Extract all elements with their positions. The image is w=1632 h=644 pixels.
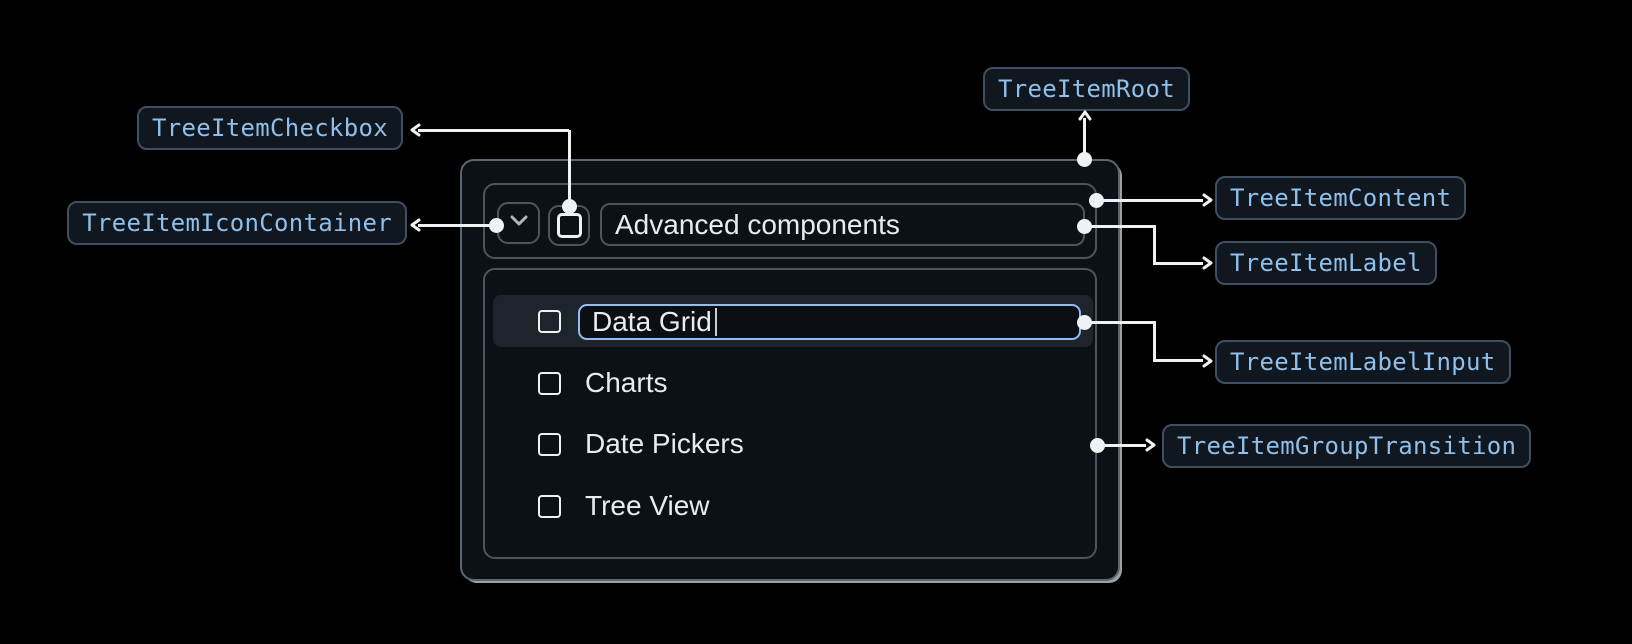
- arrowhead-right-icon-content: [1197, 190, 1217, 210]
- tree-item-group-transition: Data Grid Charts Date Pickers Tree View: [483, 268, 1097, 559]
- connector-line-label-input-h2: [1153, 358, 1203, 362]
- arrowhead-left-icon-icon-container: [406, 215, 426, 235]
- tree-item-content[interactable]: Advanced components: [483, 183, 1097, 259]
- arrowhead-left-icon-checkbox: [406, 120, 426, 140]
- tree-item-label: Advanced components: [600, 203, 1085, 246]
- text-caret: [714, 308, 718, 336]
- tree-item-label: Charts: [585, 367, 668, 398]
- connector-line-checkbox-h: [418, 128, 569, 132]
- annotation-chip-tree-item-content: TreeItemContent: [1215, 176, 1467, 220]
- arrowhead-right-icon-label: [1197, 253, 1217, 273]
- tree-item-checkbox[interactable]: [538, 433, 561, 456]
- tree-item-row-date-pickers[interactable]: Date Pickers: [493, 418, 1093, 470]
- tree-item-checkbox[interactable]: [538, 372, 561, 395]
- tree-item-label: Tree View: [585, 490, 710, 521]
- connector-line-root: [1083, 118, 1086, 159]
- connector-line-label-h2: [1153, 261, 1203, 265]
- connector-dot-group-transition: [1089, 437, 1105, 453]
- connector-dot-icon-container: [488, 217, 504, 233]
- annotation-chip-tree-item-root: TreeItemRoot: [983, 67, 1190, 111]
- arrowhead-up-icon-root: [1075, 106, 1095, 126]
- connector-line-content: [1096, 198, 1203, 202]
- checkbox-unchecked-icon: [556, 213, 582, 238]
- connector-line-group-transition: [1097, 443, 1146, 447]
- annotation-chip-tree-item-label-input: TreeItemLabelInput: [1215, 340, 1511, 384]
- tree-item-row-tree-view[interactable]: Tree View: [493, 480, 1093, 532]
- connector-dot-label-input: [1076, 314, 1092, 330]
- tree-item-label: Date Pickers: [585, 428, 744, 459]
- connector-dot-checkbox: [561, 198, 577, 214]
- connector-line-label-input-h1: [1084, 320, 1156, 324]
- connector-line-label-v: [1153, 224, 1156, 265]
- connector-line-checkbox-v: [567, 130, 571, 206]
- connector-dot-root: [1077, 151, 1092, 167]
- connector-line-label-input-v: [1153, 320, 1156, 362]
- annotation-chip-tree-item-group-transition: TreeItemGroupTransition: [1162, 424, 1532, 468]
- connector-line-label-h1: [1084, 224, 1156, 228]
- connector-dot-content: [1088, 192, 1104, 208]
- tree-item-checkbox[interactable]: [538, 310, 561, 333]
- connector-dot-label: [1076, 218, 1092, 234]
- tree-item-root: Advanced components Data Grid Charts Dat…: [460, 159, 1120, 581]
- tree-item-label-input[interactable]: Data Grid: [578, 304, 1081, 340]
- annotation-chip-tree-item-checkbox: TreeItemCheckbox: [137, 106, 403, 150]
- arrowhead-right-icon-label-input: [1197, 351, 1217, 371]
- arrowhead-right-icon-group-transition: [1140, 435, 1160, 455]
- annotation-chip-tree-item-label: TreeItemLabel: [1215, 241, 1437, 285]
- annotation-chip-tree-item-icon-container: TreeItemIconContainer: [67, 201, 407, 245]
- label-input-value: Data Grid: [592, 306, 712, 337]
- tree-item-row-data-grid[interactable]: Data Grid: [493, 295, 1093, 347]
- tree-item-checkbox[interactable]: [538, 495, 561, 518]
- connector-line-icon-container: [418, 223, 496, 227]
- chevron-down-icon: [509, 214, 529, 232]
- tree-item-row-charts[interactable]: Charts: [493, 357, 1093, 409]
